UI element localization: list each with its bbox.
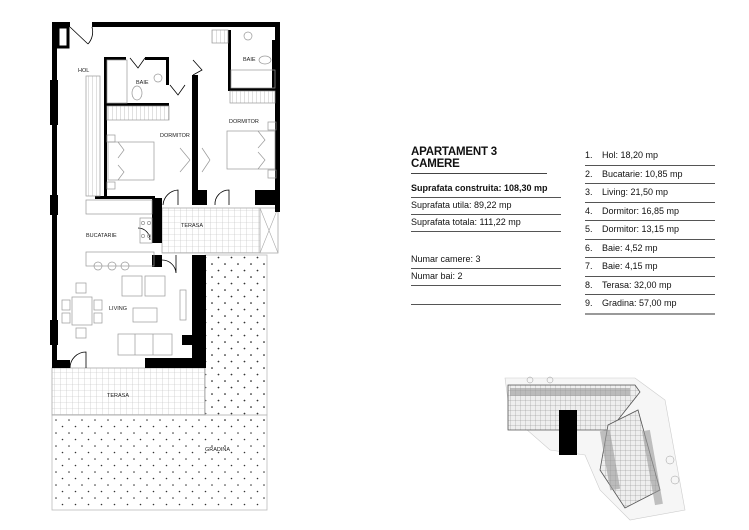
list-item: 3.Living: 21,50 mp xyxy=(585,184,715,203)
highlighted-unit xyxy=(559,410,577,455)
label-terasa-2: TERASA xyxy=(107,393,129,399)
list-item: 4.Dormitor: 16,85 mp xyxy=(585,203,715,221)
label-hol: HOL xyxy=(78,68,89,74)
terrace-upper xyxy=(161,207,261,254)
planter xyxy=(259,207,279,254)
built-area: Suprafata construita: 108,30 mp xyxy=(411,181,561,198)
total-area: Suprafata totala: 111,22 mp xyxy=(411,215,561,232)
label-baie-1: BAIE xyxy=(136,80,149,86)
list-item: 8.Terasa: 32,00 mp xyxy=(585,277,715,295)
label-dormitor-2: DORMITOR xyxy=(229,119,259,125)
furniture xyxy=(61,29,277,356)
label-dormitor-1: DORMITOR xyxy=(160,133,190,139)
apartment-summary: APARTAMENT 3 CAMERE Suprafata construita… xyxy=(411,146,561,305)
room-count: Numar camere: 3 xyxy=(411,252,561,269)
doors xyxy=(69,26,230,369)
list-item: 6.Baie: 4,52 mp xyxy=(585,240,715,258)
label-living: LIVING xyxy=(109,306,127,312)
list-item: 1.Hol: 18,20 mp xyxy=(585,147,715,166)
room-area-list: 1.Hol: 18,20 mp 2.Bucatarie: 10,85 mp 3.… xyxy=(585,147,715,315)
walls xyxy=(50,22,280,368)
list-item: 9.Gradina: 57,00 mp xyxy=(585,295,715,315)
list-item: 5.Dormitor: 13,15 mp xyxy=(585,221,715,240)
label-gradina: GRADINA xyxy=(205,447,230,453)
label-terasa-1: TERASA xyxy=(181,223,203,229)
usable-area: Suprafata utila: 89,22 mp xyxy=(411,198,561,215)
list-item: 2.Bucatarie: 10,85 mp xyxy=(585,166,715,184)
label-baie-2: BAIE xyxy=(243,57,256,63)
label-bucatarie: BUCATARIE xyxy=(86,233,117,239)
room-labels: HOL BAIE BAIE DORMITOR DORMITOR BUCATARI… xyxy=(78,57,259,453)
empty-row xyxy=(411,286,561,305)
terrace-lower xyxy=(51,367,206,416)
garden-area xyxy=(51,254,268,511)
bathroom-count: Numar bai: 2 xyxy=(411,269,561,286)
apartment-title: APARTAMENT 3 CAMERE xyxy=(411,146,547,174)
list-item: 7.Baie: 4,15 mp xyxy=(585,258,715,277)
building-key-plan xyxy=(504,376,686,521)
